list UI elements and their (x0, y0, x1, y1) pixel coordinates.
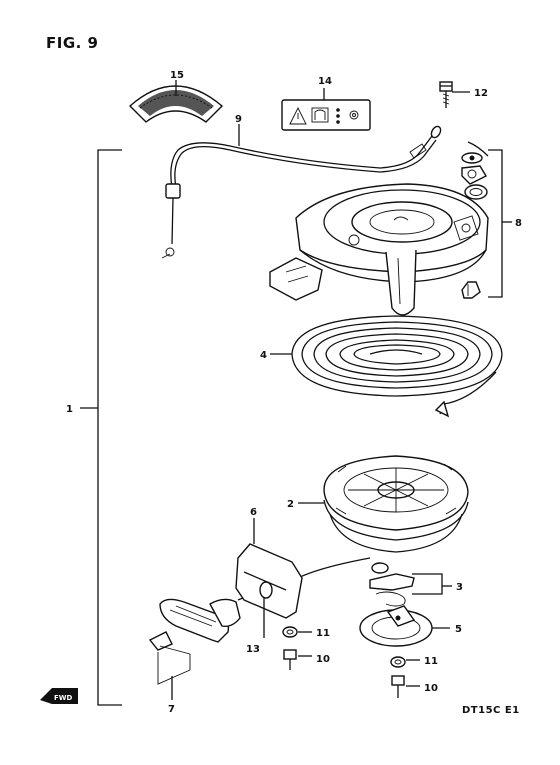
starter-cable (161, 125, 442, 259)
figure-title: FIG. 9 (46, 34, 99, 52)
fwd-arrow-icon: FWD (40, 688, 78, 704)
decal-curved (128, 85, 224, 123)
callout-1: 1 (66, 404, 73, 415)
callout-7: 7 (168, 704, 175, 715)
bolt-10-right (391, 675, 405, 698)
starter-handle (148, 598, 241, 685)
bolt-10-left (283, 649, 297, 670)
model-code: DT15C E1 (462, 705, 520, 716)
ratchet-pawl-set (461, 141, 489, 299)
callout-14: 14 (318, 76, 332, 87)
callout-11-left: 11 (316, 628, 330, 639)
callout-10-right: 10 (424, 683, 438, 694)
callout-15: 15 (170, 70, 184, 81)
callout-5: 5 (455, 624, 462, 635)
callout-6: 6 (250, 507, 257, 518)
callout-labels: 1 2 3 4 5 6 7 8 9 10 10 11 11 12 13 14 1… (66, 70, 522, 715)
starter-case (269, 183, 489, 316)
ratchet-set-bracket (488, 149, 512, 298)
pawl-guide-plate (359, 605, 433, 647)
callout-9: 9 (235, 114, 242, 125)
nut-11-left (282, 626, 298, 638)
starter-reel (323, 455, 469, 553)
callout-4: 4 (260, 350, 267, 361)
callout-3: 3 (456, 582, 463, 593)
recoil-spring (291, 315, 503, 418)
fwd-label: FWD (54, 694, 73, 702)
callout-12: 12 (474, 88, 488, 99)
callout-2: 2 (287, 499, 294, 510)
caution-label (281, 99, 371, 131)
callout-10-left: 10 (316, 654, 330, 665)
nut-11-right (390, 656, 406, 668)
callout-11-right: 11 (424, 656, 438, 667)
rope-guide (235, 543, 303, 619)
assembly-bracket (80, 149, 122, 706)
callout-13: 13 (246, 644, 260, 655)
pawl-and-spring (369, 562, 415, 607)
leader-lines (171, 80, 470, 700)
callout-8: 8 (515, 218, 522, 229)
bolt-12 (439, 81, 453, 108)
